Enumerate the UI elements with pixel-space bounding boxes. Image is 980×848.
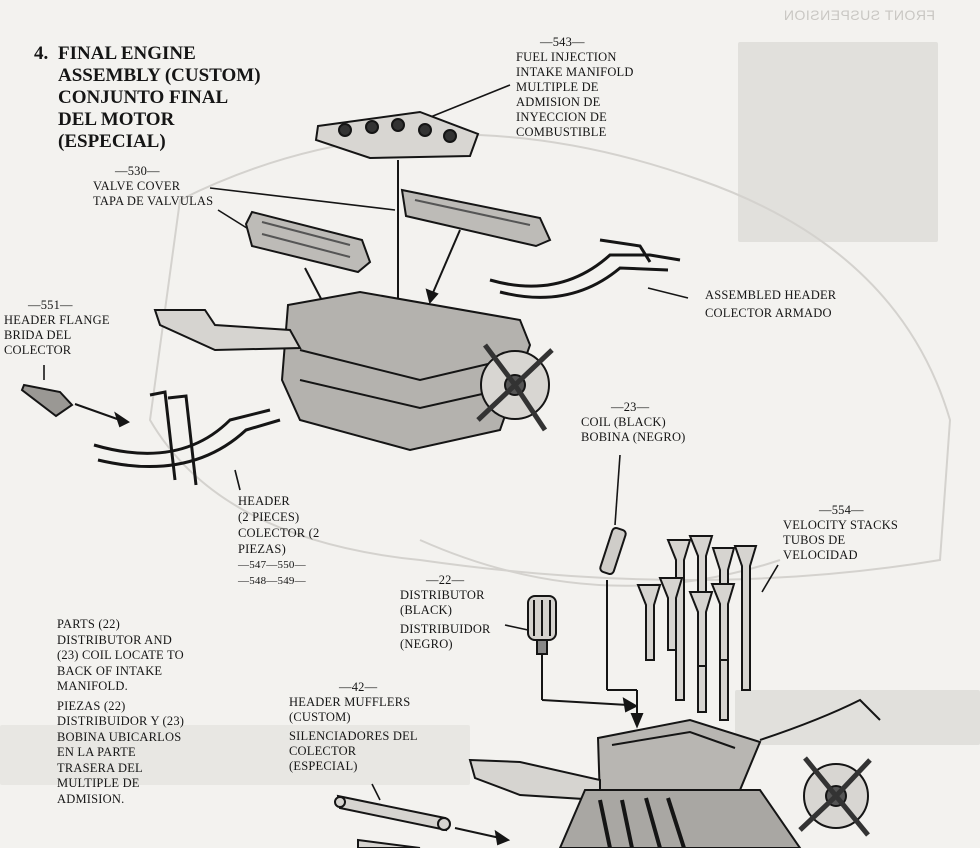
callout-line: COLECTOR ARMADO: [705, 306, 832, 320]
note-line: MANIFOLD.: [57, 679, 128, 693]
bleed-through-panel: [738, 42, 938, 242]
header-flange-art: [20, 383, 74, 418]
callout-line: ADMISION DE: [516, 95, 601, 109]
callout-header-flange: —551— HEADER FLANGE BRIDA DEL COLECTOR: [4, 298, 110, 358]
note-line: BOBINA UBICARLOS: [57, 729, 182, 744]
callout-line: HEADER MUFFLERS: [289, 695, 411, 709]
part-number: —42—: [339, 680, 378, 694]
callout-line: BOBINA (NEGRO): [581, 430, 686, 444]
part-number: —547—550—: [238, 559, 306, 571]
section-title-line: ASSEMBLY (CUSTOM): [58, 65, 261, 86]
callout-line: BRIDA DEL: [4, 328, 72, 342]
note-line: BACK OF INTAKE: [57, 663, 163, 678]
note-line: ADMISION.: [57, 791, 125, 806]
callout-line: TAPA DE VALVULAS: [93, 194, 214, 208]
note-line: EN LA PARTE: [57, 745, 136, 759]
callout-assembled-header: ASSEMBLED HEADER COLECTOR ARMADO: [705, 286, 836, 322]
callout-line: FUEL INJECTION: [516, 50, 617, 64]
callout-line: HEADER: [238, 494, 290, 508]
callout-line: MULTIPLE DE: [516, 80, 599, 94]
part-number: —22—: [426, 573, 465, 587]
section-title-line: DEL MOTOR: [58, 109, 175, 130]
callout-distributor: —22— DISTRIBUTOR (BLACK) DISTRIBUIDOR (N…: [400, 573, 491, 652]
coil-art: [599, 527, 627, 575]
callout-line: (2 PIECES): [238, 510, 300, 524]
callout-line: COMBUSTIBLE: [516, 125, 607, 139]
note-line: DISTRIBUTOR AND: [57, 632, 172, 647]
part-number: —554—: [819, 503, 864, 517]
note-line: PIEZAS (22): [57, 698, 126, 713]
section-title: 4. FINAL ENGINE ASSEMBLY (CUSTOM) CONJUNT…: [34, 43, 274, 153]
callout-line: SILENCIADORES DEL: [289, 729, 418, 743]
note-line: MULTIPLE DE: [57, 776, 140, 790]
callout-line: COLECTOR (2: [238, 526, 320, 540]
callout-velocity-stacks: —554— VELOCITY STACKS TUBOS DE VELOCIDAD: [783, 503, 898, 563]
final-engine-assembly-art: [468, 698, 881, 848]
leader-lines: [43, 84, 779, 801]
callout-header-mufflers: —42— HEADER MUFFLERS (CUSTOM) SILENCIADO…: [289, 680, 418, 774]
bleed-through-panel: [0, 725, 470, 785]
note-line: (23) COIL LOCATE TO: [57, 648, 184, 662]
callout-line: VALVE COVER: [93, 179, 181, 193]
distributor-art: [527, 595, 557, 655]
part-number: —548—549—: [238, 575, 306, 587]
callout-line: VELOCITY STACKS: [783, 518, 899, 532]
callout-line: DISTRIBUIDOR: [400, 622, 491, 636]
part-number: —23—: [611, 400, 650, 414]
fuel-injection-manifold-art: [314, 110, 480, 160]
callout-line: INYECCION DE: [516, 110, 607, 124]
section-number: 4.: [34, 43, 49, 64]
callout-line: INTAKE MANIFOLD: [516, 65, 634, 79]
part-number: —530—: [115, 164, 160, 178]
callout-line: COLECTOR: [289, 744, 357, 758]
callout-line: (BLACK): [400, 603, 453, 617]
valve-cover-art: [244, 188, 552, 274]
header-muffler-art: [334, 794, 451, 848]
callout-fuel-injection: —543— FUEL INJECTION INTAKE MANIFOLD MUL…: [516, 35, 634, 140]
callout-line: DISTRIBUTOR: [400, 588, 485, 602]
callout-header: HEADER (2 PIECES) COLECTOR (2 PIEZAS) —5…: [238, 493, 320, 589]
velocity-stacks-art: [636, 535, 758, 721]
bleed-through-car: [148, 133, 952, 587]
engine-block-art: [153, 290, 554, 452]
bleed-through-panel: [735, 690, 980, 745]
callout-line: (NEGRO): [400, 637, 453, 651]
callout-line: ASSEMBLED HEADER: [705, 288, 837, 302]
part-number: —551—: [28, 298, 73, 312]
callout-line: PIEZAS): [238, 542, 286, 556]
note-line: DISTRIBUIDOR Y (23): [57, 714, 185, 728]
part-number: —543—: [540, 35, 585, 49]
note-line: PARTS (22): [57, 617, 120, 631]
callout-line: TUBOS DE: [783, 533, 846, 547]
callout-line: VELOCIDAD: [783, 548, 858, 562]
callout-line: (CUSTOM): [289, 710, 351, 724]
callout-valve-cover: —530— VALVE COVER TAPA DE VALVULAS: [93, 164, 213, 209]
assembly-note: PARTS (22) DISTRIBUTOR AND (23) COIL LOC…: [57, 617, 184, 807]
assembled-header-art: [93, 238, 681, 486]
note-line: TRASERA DEL: [57, 760, 143, 775]
callout-line: COLECTOR: [4, 343, 72, 357]
section-title-line: FINAL ENGINE: [58, 43, 196, 64]
callout-line: (ESPECIAL): [289, 759, 358, 773]
section-title-line: CONJUNTO FINAL: [58, 87, 229, 108]
callout-coil: —23— COIL (BLACK) BOBINA (NEGRO): [581, 400, 686, 445]
callout-line: HEADER FLANGE: [4, 313, 110, 327]
section-title-line: (ESPECIAL): [58, 131, 166, 152]
callout-line: COIL (BLACK): [581, 415, 666, 429]
